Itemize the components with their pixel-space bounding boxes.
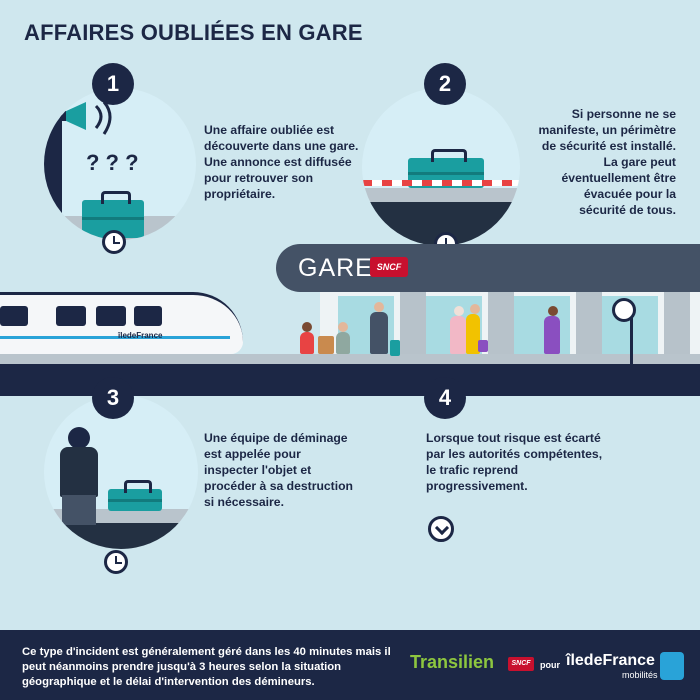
person-head	[338, 322, 348, 332]
station-sign	[276, 244, 700, 292]
train-logo: îledeFrance	[118, 331, 163, 340]
passenger	[450, 316, 466, 354]
step-2-text: Si personne ne se manifeste, un périmètr…	[538, 107, 677, 217]
chevron-down-icon	[428, 516, 454, 542]
suitcase-icon	[390, 340, 400, 356]
station-window	[514, 296, 570, 362]
train-window	[0, 306, 28, 326]
train-stripe	[0, 336, 230, 339]
idf-mobilites-icon	[660, 652, 684, 680]
station-sign-label: GARE	[298, 254, 373, 282]
station-pillar	[576, 292, 602, 364]
clock-icon	[102, 230, 126, 254]
passenger	[300, 332, 314, 354]
station-clock-icon	[612, 298, 636, 322]
passenger	[466, 314, 480, 354]
passenger	[336, 332, 350, 354]
step-4-text: Lorsque tout risque est écarté par les a…	[426, 431, 603, 493]
step-1-number: 1	[92, 63, 134, 105]
brand-connector: pour	[540, 660, 560, 670]
suitcase-icon	[108, 480, 162, 511]
bag	[478, 340, 488, 352]
clock-pole	[630, 304, 633, 364]
person-head	[454, 306, 464, 316]
footer	[0, 630, 700, 700]
helmet	[68, 427, 90, 449]
train-window	[56, 306, 86, 326]
bench	[318, 336, 334, 354]
passenger	[544, 316, 560, 354]
sncf-logo: SNCF	[370, 257, 408, 277]
question-marks: ? ? ?	[86, 150, 139, 175]
step-2-illustration	[362, 88, 520, 246]
clock-icon	[104, 550, 128, 574]
station-pillar	[664, 292, 690, 364]
train-window	[96, 306, 126, 326]
idf-mobilites-sub: mobilités	[622, 670, 658, 680]
officer-legs	[62, 495, 96, 525]
step-4-number: 4	[424, 377, 466, 419]
idf-mobilites-logo: îledeFrance	[566, 652, 655, 669]
sncf-logo: SNCF	[508, 657, 534, 671]
person-head	[470, 304, 480, 314]
megaphone-icon	[60, 101, 112, 135]
platform-edge	[0, 354, 700, 364]
security-tape	[362, 180, 520, 186]
transilien-logo: Transilien	[410, 652, 495, 672]
passenger	[370, 312, 388, 354]
step-3-illustration	[44, 395, 198, 549]
step-1-illustration: ? ? ?	[44, 88, 196, 240]
person-head	[302, 322, 312, 332]
station-pillar	[400, 292, 426, 364]
bomb-disposal-officer	[60, 447, 98, 497]
step-1-text: Une affaire oubliée est découverte dans …	[204, 123, 359, 201]
person-head	[374, 302, 384, 312]
person-head	[548, 306, 558, 316]
train-window	[134, 306, 162, 326]
step-3-number: 3	[92, 377, 134, 419]
station-pillar	[488, 292, 514, 364]
footer-note: Ce type d'incident est généralement géré…	[22, 646, 391, 688]
step-2-number: 2	[424, 63, 466, 105]
step-3-text: Une équipe de déminage est appelée pour …	[204, 431, 354, 509]
page-title: AFFAIRES OUBLIÉES EN GARE	[24, 20, 363, 45]
